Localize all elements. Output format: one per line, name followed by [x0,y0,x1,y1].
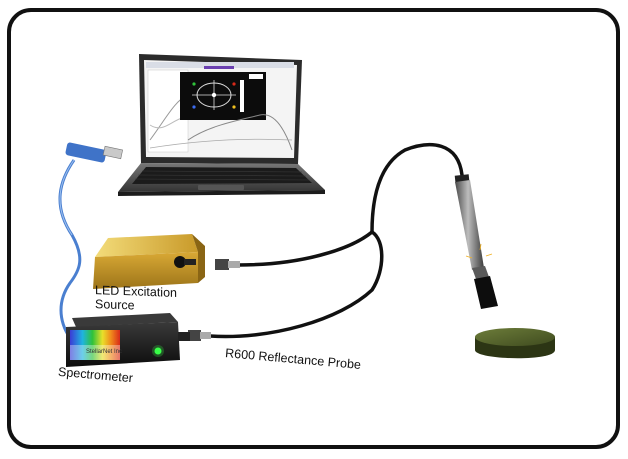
led-excitation-source [93,234,205,289]
led-source-label: LED Excitation Source [95,283,205,315]
spectrometer-brand-logo: StellarNet Inc [86,349,123,355]
spectrometer [66,313,190,367]
usb-cable [58,159,82,339]
fiber-optic-cable [208,143,464,339]
laptop [118,54,325,196]
led-source-label-line2: Source [95,297,135,313]
reflectance-probe [454,174,498,309]
spectrometer-fiber-connector [188,330,211,341]
sample-disc [475,328,555,359]
usb-plug [65,142,123,163]
led-fiber-connector [215,259,240,270]
